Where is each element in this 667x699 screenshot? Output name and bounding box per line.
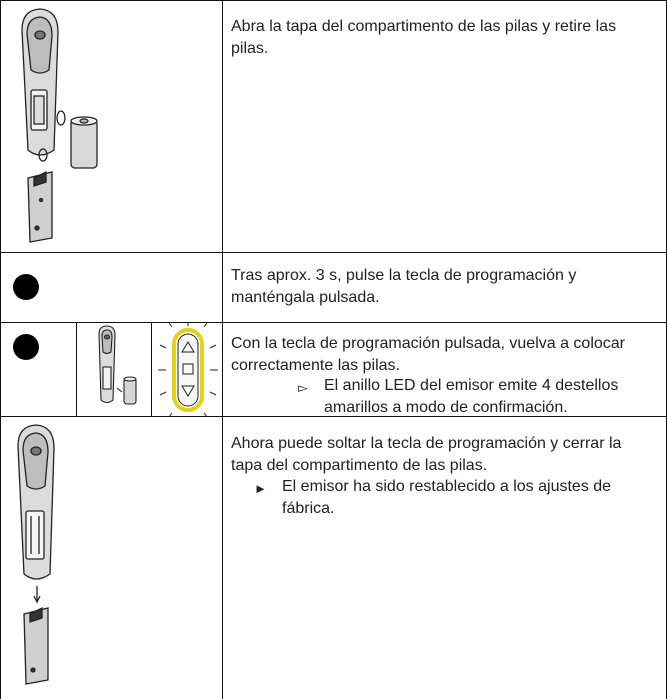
result-filled-marker: ► [254,481,267,496]
step-3-text: Con la tecla de programación pulsada, vu… [231,335,626,374]
remote-close-battery-illustration [17,424,55,685]
row-divider [0,322,667,323]
step-4-result-text: El emisor ha sido restablecido a los aju… [282,478,612,517]
cell-divider [151,322,152,416]
remote-open-battery-illustration [21,8,98,243]
step-1-text: Abra la tapa del compartimento de las pi… [231,18,617,57]
remote-insert-battery-illustration [98,325,137,405]
result-open-marker: ▻ [298,380,308,395]
step-2-text: Tras aprox. 3 s, pulse la tecla de progr… [231,267,577,306]
table-top-border [0,0,667,1]
row-divider [0,252,667,253]
row-divider [0,416,667,417]
step-2-number-marker [13,274,39,300]
step-3-number-marker [13,334,39,360]
led-ring-flashing-illustration [158,322,218,418]
step-3-result-text: El anillo LED del emisor emite 4 destell… [324,377,619,416]
table-left-border [0,0,1,699]
column-divider [222,0,223,699]
step-4-text: Ahora puede soltar la tecla de programac… [231,435,622,474]
cell-divider [76,322,77,416]
